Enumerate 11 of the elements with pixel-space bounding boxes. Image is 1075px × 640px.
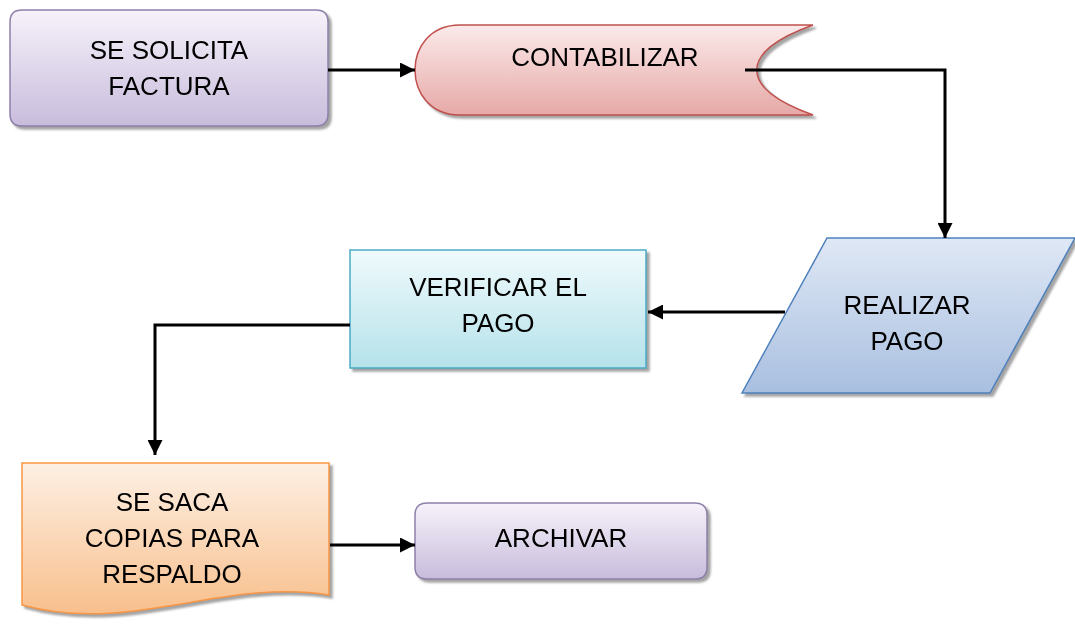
arrow — [328, 62, 415, 78]
arrow — [330, 537, 415, 553]
node-label: SE SACA COPIAS PARA RESPALDO — [83, 486, 261, 591]
arrow — [745, 68, 953, 238]
node-label: VERIFICAR EL PAGO — [408, 271, 588, 340]
node-label: REALIZAR PAGO — [842, 289, 972, 358]
node-label: CONTABILIZAR — [511, 41, 699, 74]
arrow — [147, 323, 350, 455]
node-label: ARCHIVAR — [494, 522, 628, 555]
arrow — [648, 304, 785, 320]
node-label: SE SOLICITA FACTURA — [88, 34, 250, 103]
